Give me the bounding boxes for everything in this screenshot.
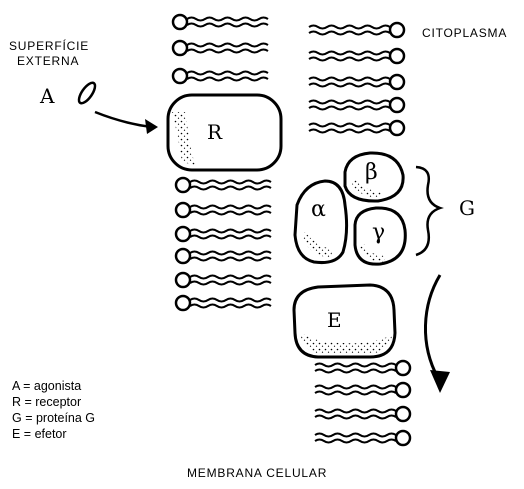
lipid-tail: [190, 206, 271, 209]
phospholipid: [173, 41, 268, 55]
lipid-tail: [309, 101, 390, 104]
g-brace: [416, 167, 440, 255]
phospholipid: [309, 23, 404, 37]
legend-item: G = proteína G: [12, 410, 95, 426]
phospholipid: [176, 227, 271, 241]
lipid-tail: [190, 276, 271, 279]
activation-arrow: [425, 275, 440, 378]
gamma-letter: γ: [372, 220, 385, 245]
receptor-shape: [168, 95, 281, 170]
lipid-tail: [309, 26, 390, 29]
legend-item: E = efetor: [12, 426, 95, 442]
phospholipid: [309, 121, 404, 135]
lipid-head: [390, 49, 404, 63]
lipid-head: [173, 15, 187, 29]
phospholipid: [315, 431, 410, 445]
phospholipid: [176, 178, 271, 192]
lipid-tail: [187, 72, 268, 75]
lipid-tail: [309, 84, 390, 87]
cytoplasm-label: CITOPLASMA: [422, 26, 507, 40]
lipid-tail: [190, 299, 271, 302]
phospholipid: [176, 296, 271, 310]
legend-item: R = receptor: [12, 394, 95, 410]
lipid-head: [176, 273, 190, 287]
lipid-tail: [187, 78, 268, 81]
phospholipid: [176, 249, 271, 263]
lipid-tail: [190, 258, 271, 261]
agonist-shape: [76, 80, 98, 105]
phospholipid: [173, 15, 268, 29]
phospholipid: [315, 383, 410, 397]
phospholipid: [173, 69, 268, 83]
lipid-tail: [309, 130, 390, 133]
lipid-tail: [190, 230, 271, 233]
lipid-head: [396, 431, 410, 445]
lipid-tail: [315, 434, 396, 437]
lipid-tail: [309, 78, 390, 81]
lipid-tail: [309, 107, 390, 110]
lipid-tail: [190, 305, 271, 308]
phospholipid: [315, 361, 410, 375]
receptor-letter: R: [207, 120, 222, 144]
effector-letter: E: [327, 308, 342, 332]
lipid-tail: [190, 236, 271, 239]
phospholipid: [309, 98, 404, 112]
lipid-tail: [309, 52, 390, 55]
lipid-head: [390, 23, 404, 37]
lipid-head: [390, 121, 404, 135]
lipid-tail: [315, 370, 396, 373]
phospholipid: [176, 203, 271, 217]
lipid-tail: [190, 252, 271, 255]
lipid-head: [390, 98, 404, 112]
agonist-arrowhead: [145, 119, 158, 134]
lipid-tail: [190, 282, 271, 285]
lipid-head: [390, 75, 404, 89]
lipid-tail: [315, 410, 396, 413]
cell-membrane-caption: MEMBRANA CELULAR: [187, 466, 327, 480]
legend: A = agonista R = receptor G = proteína G…: [12, 378, 95, 442]
legend-item: A = agonista: [12, 378, 95, 394]
g-protein-letter: G: [459, 196, 475, 220]
phospholipid: [309, 49, 404, 63]
alpha-letter: α: [311, 197, 326, 222]
lipid-tail: [187, 24, 268, 27]
lipid-tail: [187, 50, 268, 53]
lipid-tail: [315, 440, 396, 443]
lipid-tail: [315, 416, 396, 419]
lipid-head: [176, 249, 190, 263]
phospholipid: [176, 273, 271, 287]
beta-letter: β: [365, 160, 378, 185]
lipid-head: [176, 203, 190, 217]
agonist-arrow: [95, 112, 152, 127]
lipid-tail: [190, 181, 271, 184]
lipid-head: [396, 407, 410, 421]
lipid-head: [173, 41, 187, 55]
lipid-tail: [315, 364, 396, 367]
lipid-head: [176, 227, 190, 241]
lipid-tail: [309, 124, 390, 127]
lipid-tail: [187, 18, 268, 21]
outer-surface-label: SUPERFÍCIE EXTERNA: [9, 39, 89, 69]
lipid-tail: [309, 32, 390, 35]
effector-shape: [294, 285, 395, 357]
lipid-head: [176, 296, 190, 310]
phospholipid: [309, 75, 404, 89]
agonist-letter: A: [40, 84, 54, 108]
lipid-head: [173, 69, 187, 83]
lipid-tail: [315, 392, 396, 395]
outer-surface-line-1: SUPERFÍCIE: [9, 39, 89, 54]
outer-surface-line-2: EXTERNA: [9, 54, 89, 69]
lipid-tail: [187, 44, 268, 47]
lipid-tail: [309, 58, 390, 61]
lipid-head: [396, 361, 410, 375]
activation-arrowhead: [430, 370, 450, 393]
lipid-head: [176, 178, 190, 192]
lipid-head: [396, 383, 410, 397]
lipid-tail: [315, 386, 396, 389]
phospholipid: [315, 407, 410, 421]
lipid-tail: [190, 187, 271, 190]
lipid-tail: [190, 212, 271, 215]
